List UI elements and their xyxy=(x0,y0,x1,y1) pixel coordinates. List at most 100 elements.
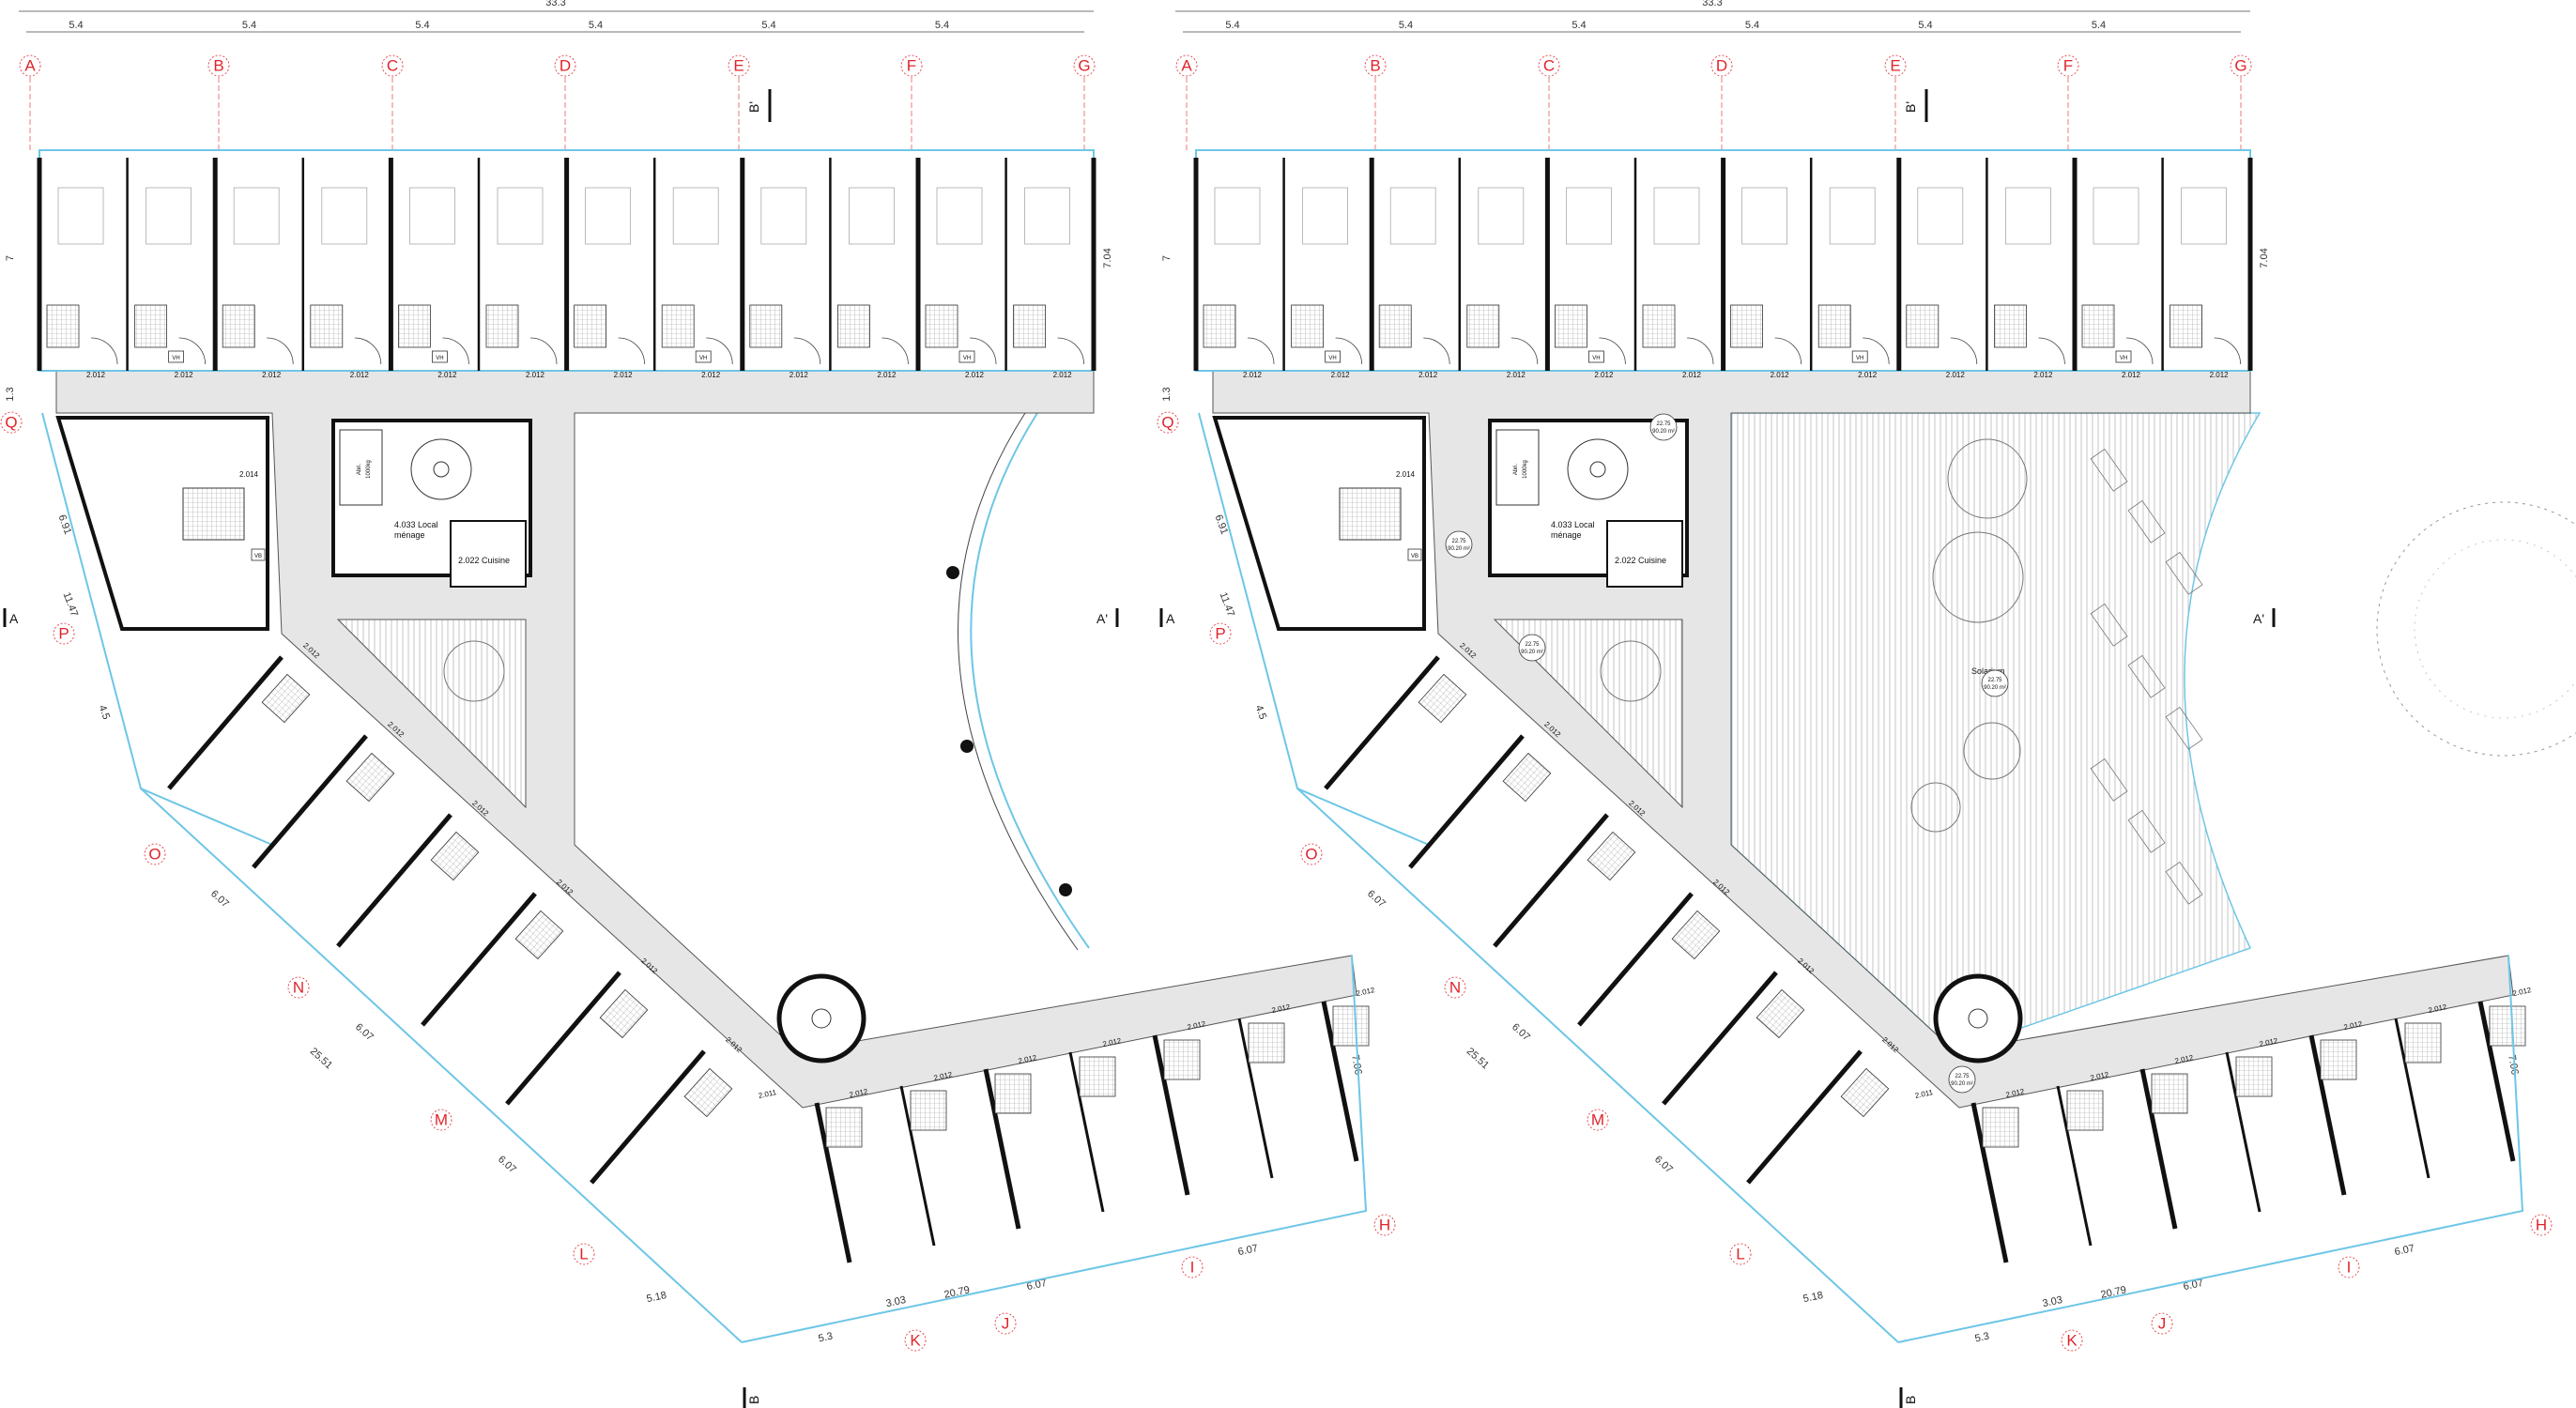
hotel-room-bottom: 2.012 xyxy=(1237,1002,1292,1179)
grid-label: M xyxy=(1591,1111,1604,1129)
bathroom xyxy=(1079,1056,1116,1097)
hotel-room-bottom: 2.012 xyxy=(2056,1070,2110,1247)
bath-tag: VH xyxy=(1856,356,1863,361)
grid-label: N xyxy=(293,979,304,997)
door-swing xyxy=(354,337,382,365)
deck-furniture xyxy=(1932,531,2024,623)
curved-glazing xyxy=(970,412,1090,949)
area-tag-code: 22.75 xyxy=(1987,678,2002,683)
grid-bubble xyxy=(1373,1214,1396,1236)
room-code: 2.012 xyxy=(175,371,194,379)
room-code: 2.012 xyxy=(877,371,897,379)
hotel-room-diagonal: 2.012 xyxy=(505,957,660,1106)
lounge-table xyxy=(443,640,505,702)
solarium-surface xyxy=(1730,412,2262,1052)
section-a: A xyxy=(1166,611,1175,626)
door-swing xyxy=(969,337,997,365)
stair-core xyxy=(1968,1008,1988,1029)
hotel-room-bottom: 2.012 xyxy=(2477,986,2533,1162)
area-tag-area: 90.20 m² xyxy=(1448,546,1470,552)
section-b-prime: B' xyxy=(1903,101,1918,113)
dimension-bottom: 3.03 xyxy=(2042,1294,2063,1309)
grid-bubble xyxy=(1364,54,1387,77)
door-swing xyxy=(1774,337,1802,365)
party-wall xyxy=(1970,1102,2009,1263)
party-wall xyxy=(1408,734,1525,869)
bathroom xyxy=(2235,1056,2273,1097)
bath-tag-alt: VB xyxy=(254,554,262,559)
area-tag-circle xyxy=(1981,669,2009,697)
room-code: 2.012 xyxy=(2174,1053,2195,1065)
hotel-room-bottom: 2.012 xyxy=(2225,1036,2279,1213)
grid-bubble xyxy=(53,622,75,645)
area-tag-circle xyxy=(1649,413,1678,441)
dimension-bottom: 6.07 xyxy=(2394,1243,2415,1258)
room-code: 2.012 xyxy=(2033,371,2053,379)
bathroom xyxy=(1013,304,1046,348)
section-b: B xyxy=(746,1396,761,1404)
party-wall xyxy=(1746,1049,1863,1185)
hotel-room: 2.012 xyxy=(564,158,645,379)
dimension-bay: 5.4 xyxy=(589,20,603,31)
party-wall xyxy=(2139,1068,2178,1230)
area-tag-area: 90.20 m² xyxy=(1521,650,1543,655)
dimension-lower-left: 6.07 xyxy=(208,888,231,910)
stair-core xyxy=(1589,461,1606,478)
party-wall xyxy=(2225,1051,2262,1213)
hotel-room: 2.012 xyxy=(1193,158,1275,379)
bathroom xyxy=(1906,304,1940,348)
column xyxy=(1059,883,1072,896)
bath-tag-box xyxy=(958,350,975,363)
dimension-bay: 5.4 xyxy=(2092,20,2106,31)
bath-tag-box xyxy=(251,548,266,561)
bed xyxy=(672,187,719,245)
grid-bubble xyxy=(573,1243,595,1265)
bathroom xyxy=(683,1067,733,1118)
section-b-prime: B' xyxy=(746,101,761,113)
grid-label: G xyxy=(2234,57,2246,75)
hotel-room-bottom: 2.012 xyxy=(2308,1019,2364,1196)
grid-bubble xyxy=(1587,1109,1609,1131)
hotel-room: 2.012 xyxy=(1458,158,1539,379)
lounge-chair xyxy=(2165,706,2203,750)
bathroom xyxy=(2404,1022,2442,1064)
bed xyxy=(146,187,192,245)
bathroom xyxy=(514,910,564,960)
door-swing xyxy=(442,337,469,365)
bed xyxy=(1302,187,1348,245)
room-code: 2.012 xyxy=(2259,1036,2279,1048)
door-swing xyxy=(1335,337,1362,365)
door-swing xyxy=(706,337,733,365)
hotel-room-diagonal: 2.012 xyxy=(336,799,491,948)
bathroom xyxy=(2489,1005,2526,1047)
bathroom xyxy=(994,1073,1032,1114)
cleaning-room-label: 4.033 Local xyxy=(394,520,438,529)
grid-label: B xyxy=(1370,57,1380,75)
solarium-label: Solarium xyxy=(1971,666,2005,676)
dimension-bay: 5.4 xyxy=(415,20,429,31)
grid-bubble xyxy=(728,54,750,77)
hotel-room: 2.012 xyxy=(37,158,118,379)
bathroom xyxy=(1817,304,1851,348)
dimension-left: 4.5 xyxy=(97,704,113,721)
hotel-room-diagonal: 2.012 xyxy=(167,641,322,790)
kitchen xyxy=(450,520,527,588)
storage-room xyxy=(1495,429,1540,506)
apartment-walls xyxy=(1212,416,1426,631)
cleaning-room-label: 4.033 Local xyxy=(1551,520,1595,529)
dimension-lower-left: 6.07 xyxy=(1652,1154,1675,1175)
bathroom xyxy=(910,1090,947,1131)
lounge-chair xyxy=(2090,603,2128,647)
grid-label: L xyxy=(579,1246,588,1263)
grid-label: E xyxy=(1890,57,1900,75)
room-code: 2.012 xyxy=(2005,1087,2026,1099)
door-swing xyxy=(1686,337,1714,365)
